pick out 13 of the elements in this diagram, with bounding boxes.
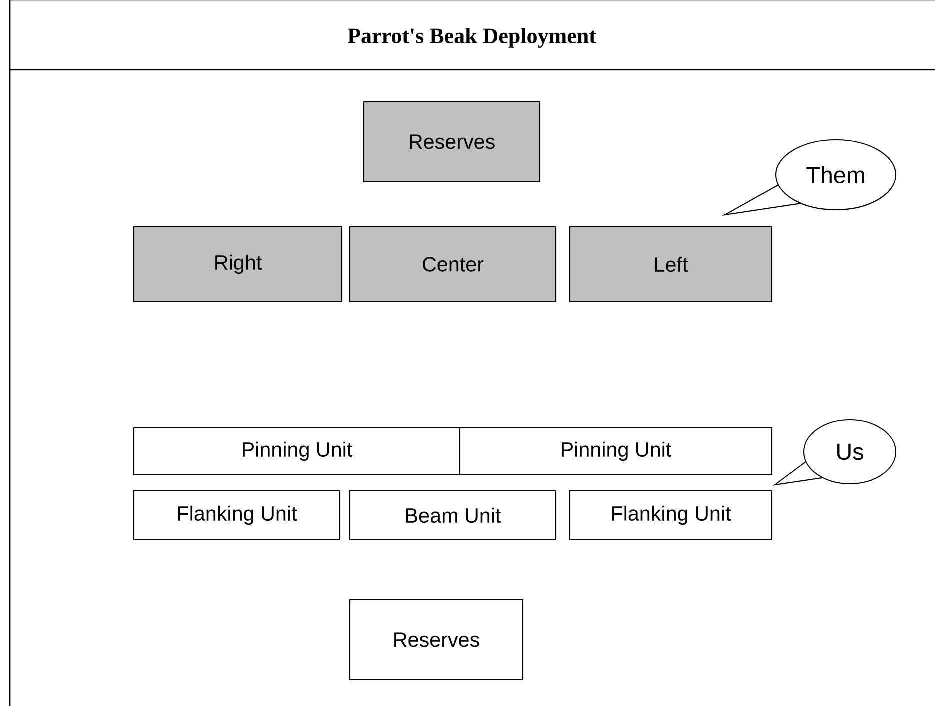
unit-box: Center <box>349 226 557 303</box>
unit-box: Flanking Unit <box>569 490 773 541</box>
unit-box: Pinning Unit <box>133 427 461 476</box>
unit-box: Reserves <box>349 599 524 681</box>
speech-bubble: Us <box>772 419 897 486</box>
unit-box: Pinning Unit <box>459 427 773 476</box>
unit-box: Reserves <box>363 101 541 183</box>
title: Parrot's Beak Deployment <box>348 28 596 48</box>
unit-box: Beam Unit <box>349 490 557 541</box>
unit-box: Left <box>569 226 773 303</box>
unit-box: Flanking Unit <box>133 490 341 541</box>
speech-bubble: Them <box>722 139 897 216</box>
unit-box: Right <box>133 226 343 303</box>
